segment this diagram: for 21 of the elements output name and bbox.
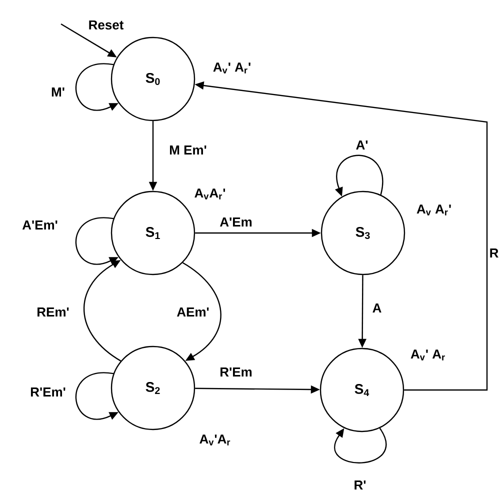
edge-label: REm' [36, 306, 70, 318]
edge-label: A' [354, 140, 370, 150]
edge-label: M Em' [168, 144, 208, 156]
edge-label: A [371, 302, 383, 314]
arrow [84, 260, 122, 362]
arrow [182, 262, 222, 361]
edge-label: R' [352, 480, 368, 490]
output-label: A$_{v}$ A$_{r}$' [416, 204, 451, 216]
edge-label: R [488, 248, 500, 258]
edge-label: R'Em [218, 366, 254, 378]
output-label: A$_{v}$' A$_{r}$' [213, 62, 250, 74]
edge-label: R'Em' [29, 386, 67, 398]
edge-label: A'Em' [21, 220, 59, 230]
edge-label: Reset [87, 19, 125, 31]
output-label: A$_{v}$' A$_{r}$ [410, 350, 445, 360]
output-label: A$_{v}$'A$_{r}$ [200, 434, 230, 446]
edge-label: A'Em [218, 216, 254, 228]
edge-label: M' [50, 86, 66, 98]
edge-label: AEm' [176, 306, 210, 318]
output-label: A$_{v}$A$_{r}$' [194, 188, 226, 200]
arrow [334, 428, 386, 464]
